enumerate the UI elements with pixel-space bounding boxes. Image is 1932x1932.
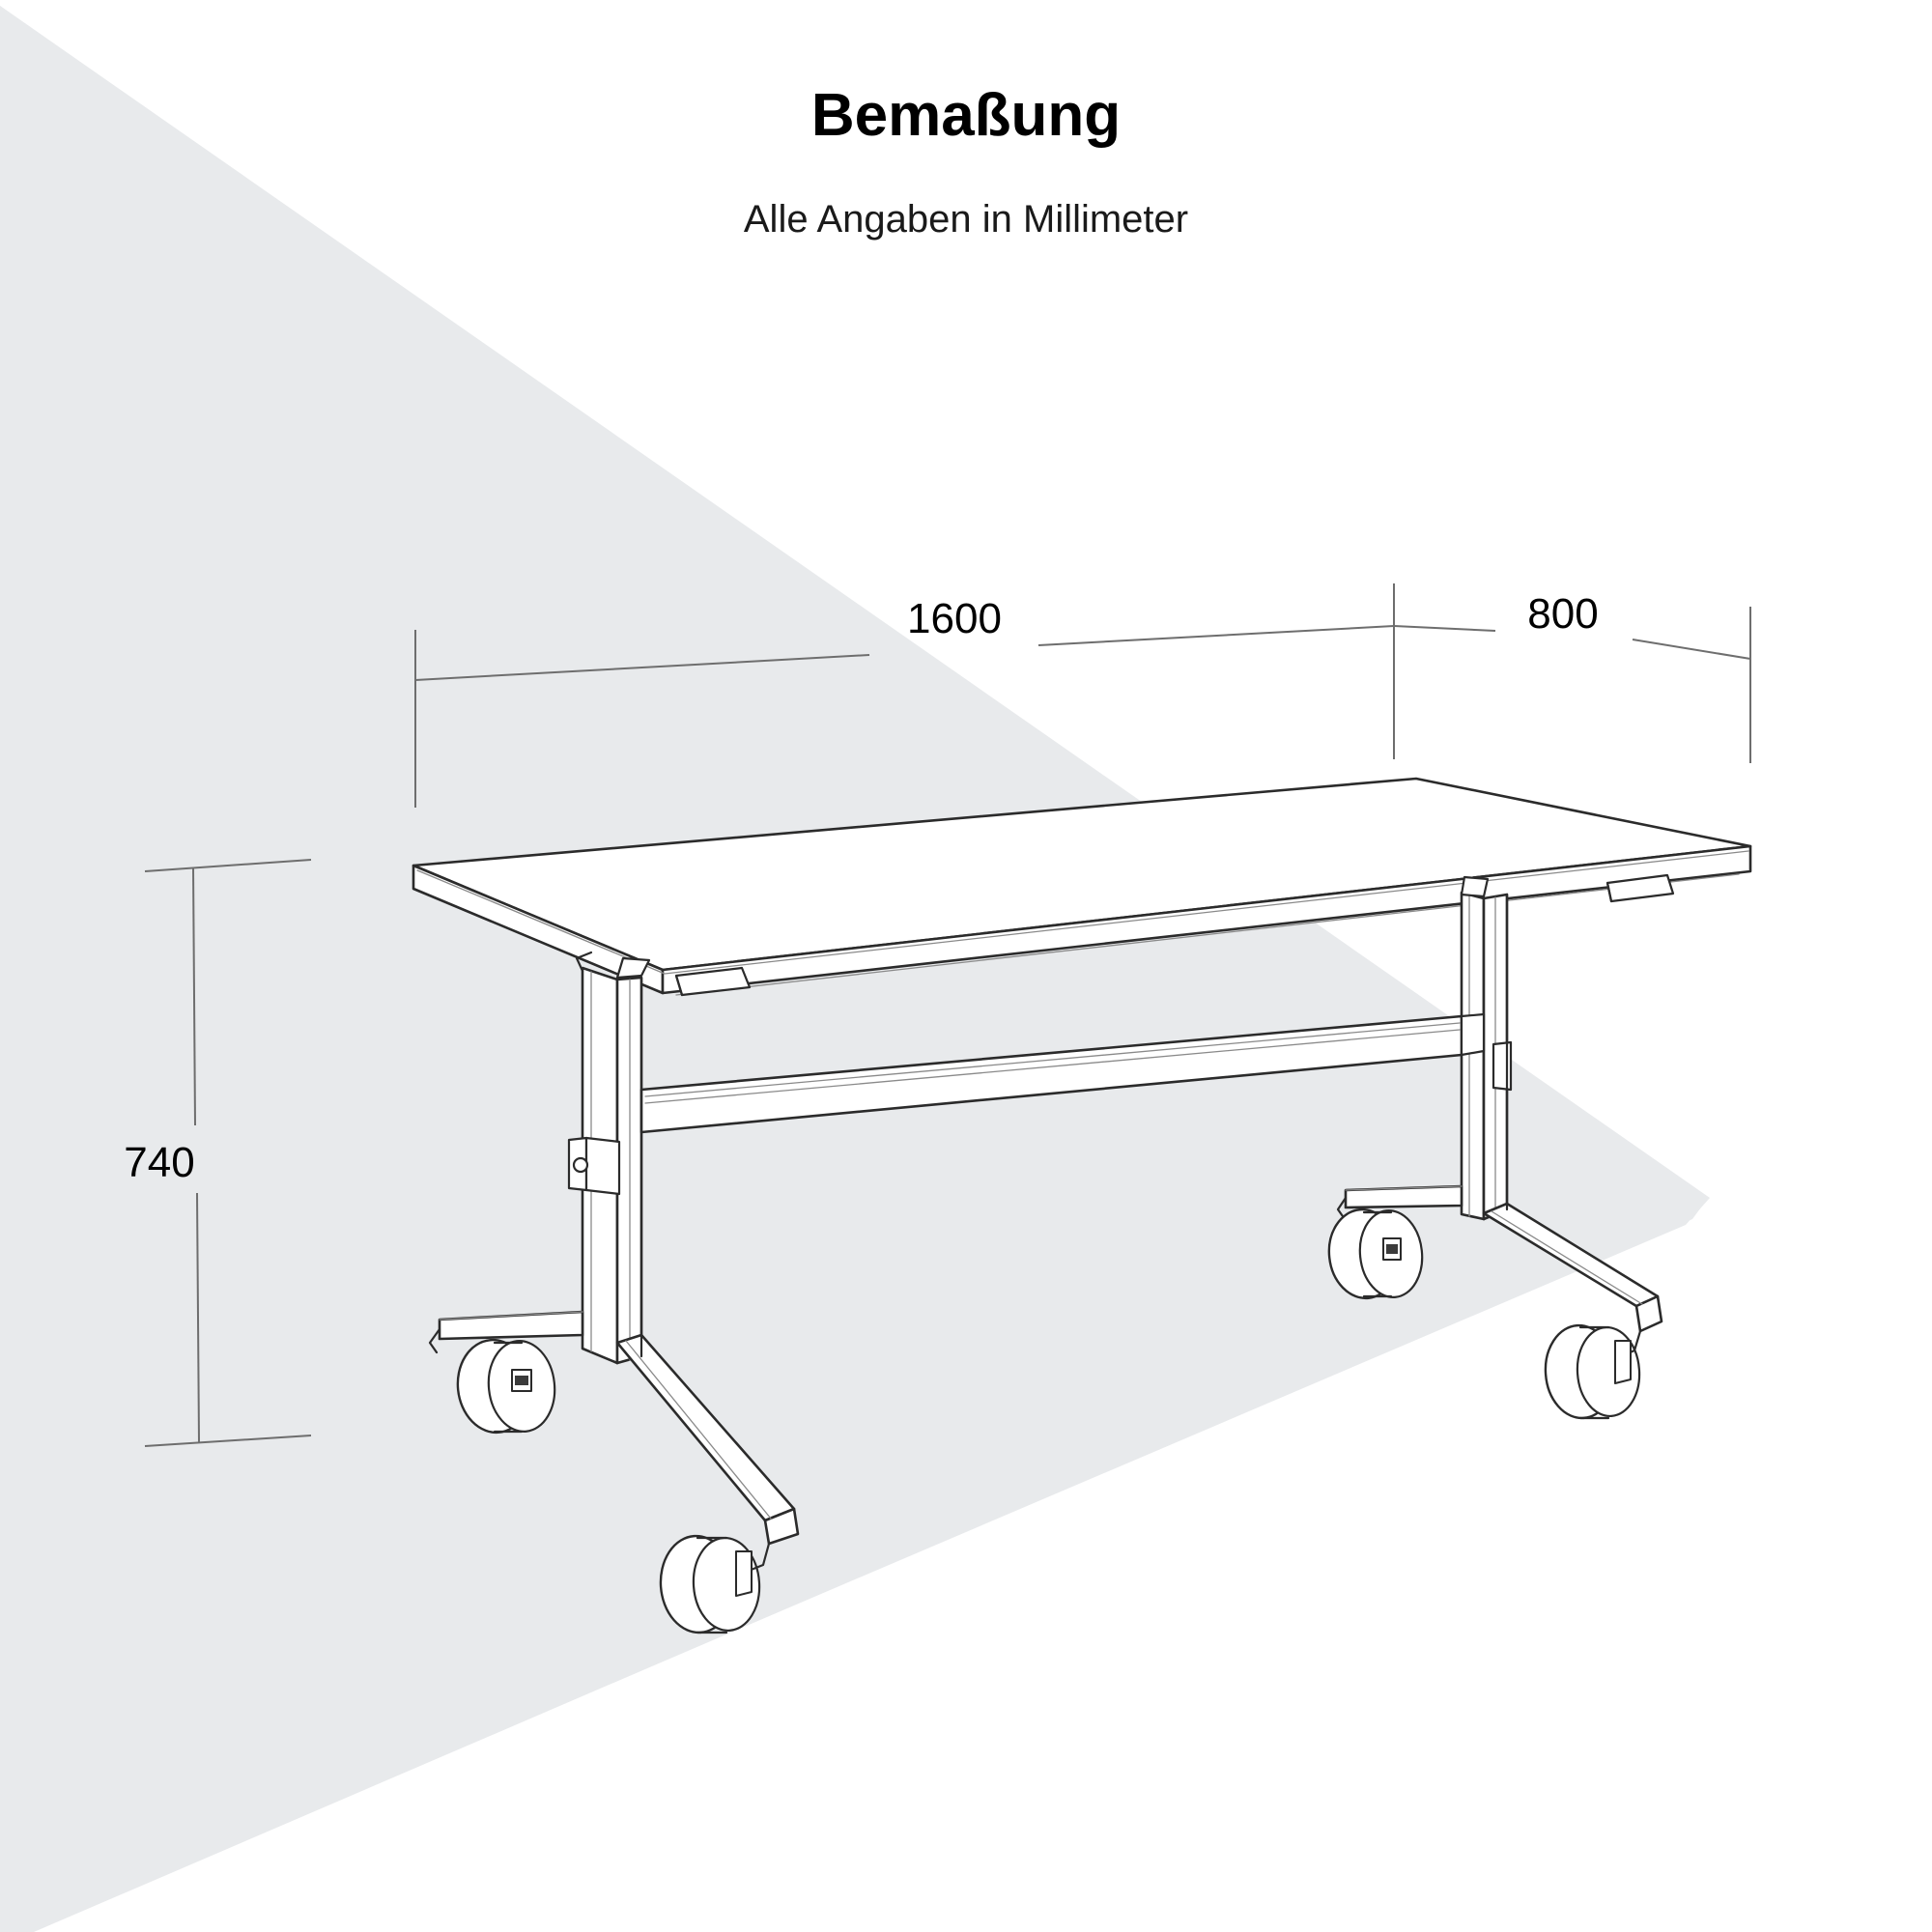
release-lever-right xyxy=(1605,873,1675,903)
right-foot-front-arm-cap xyxy=(1634,1294,1663,1333)
right-leg-top-bracket xyxy=(1460,875,1490,898)
caster-left-rear xyxy=(428,1327,556,1435)
caster-left-rear-brake xyxy=(515,1376,528,1385)
hinge-right xyxy=(1492,1040,1513,1092)
right-foot-rear-arm-highlight xyxy=(1345,1185,1463,1191)
dimension-label-height: 740 xyxy=(124,1139,194,1186)
page-title: Bemaßung xyxy=(811,82,1121,149)
dimension-label-depth: 800 xyxy=(1527,590,1598,638)
dimension-width-1600: 1600 xyxy=(414,583,1395,808)
page-subtitle: Alle Angaben in Millimeter xyxy=(744,198,1188,241)
left-foot-rear-arm-highlight xyxy=(439,1311,583,1321)
left-leg-top-bracket xyxy=(615,956,651,980)
dimension-line-740-upper xyxy=(192,867,196,1126)
cross-rail-top-highlight-2 xyxy=(644,1029,1461,1104)
dimension-line-800-right xyxy=(1632,639,1751,660)
dimension-line-1600-left xyxy=(414,654,870,681)
left-foot-front-arm-cap xyxy=(763,1507,800,1546)
dimension-line-740-lower xyxy=(196,1192,200,1443)
hinge-left xyxy=(567,1136,621,1196)
dimension-height-740: 740 xyxy=(124,859,312,1447)
tabletop-edge-highlight xyxy=(416,850,1749,975)
caster-right-front xyxy=(1544,1323,1642,1420)
hinge-left-pin xyxy=(572,1156,589,1174)
tabletop-underside-line xyxy=(675,873,1740,996)
left-foot-front-arm-line xyxy=(625,1340,772,1520)
witness-line-bottom-740 xyxy=(144,1435,312,1447)
dimension-depth-800: 800 xyxy=(1393,590,1751,763)
release-lever-left xyxy=(674,966,752,997)
table-illustration xyxy=(412,777,1752,1634)
dimension-line-800-left xyxy=(1393,625,1496,632)
dimension-line-1600-right xyxy=(1037,625,1395,646)
caster-right-rear xyxy=(1327,1196,1424,1300)
left-leg-top-connector xyxy=(575,951,593,973)
right-leg-column xyxy=(1460,891,1486,1221)
dimension-label-width: 1600 xyxy=(907,595,1002,642)
cross-rail-top-highlight xyxy=(644,1022,1461,1097)
witness-line-top-740 xyxy=(144,859,312,872)
caster-left-front xyxy=(659,1534,771,1634)
caster-right-rear-brake xyxy=(1386,1244,1398,1254)
cross-rail-end-cap xyxy=(1460,1012,1486,1057)
right-foot-front-arm-line xyxy=(1491,1210,1643,1305)
